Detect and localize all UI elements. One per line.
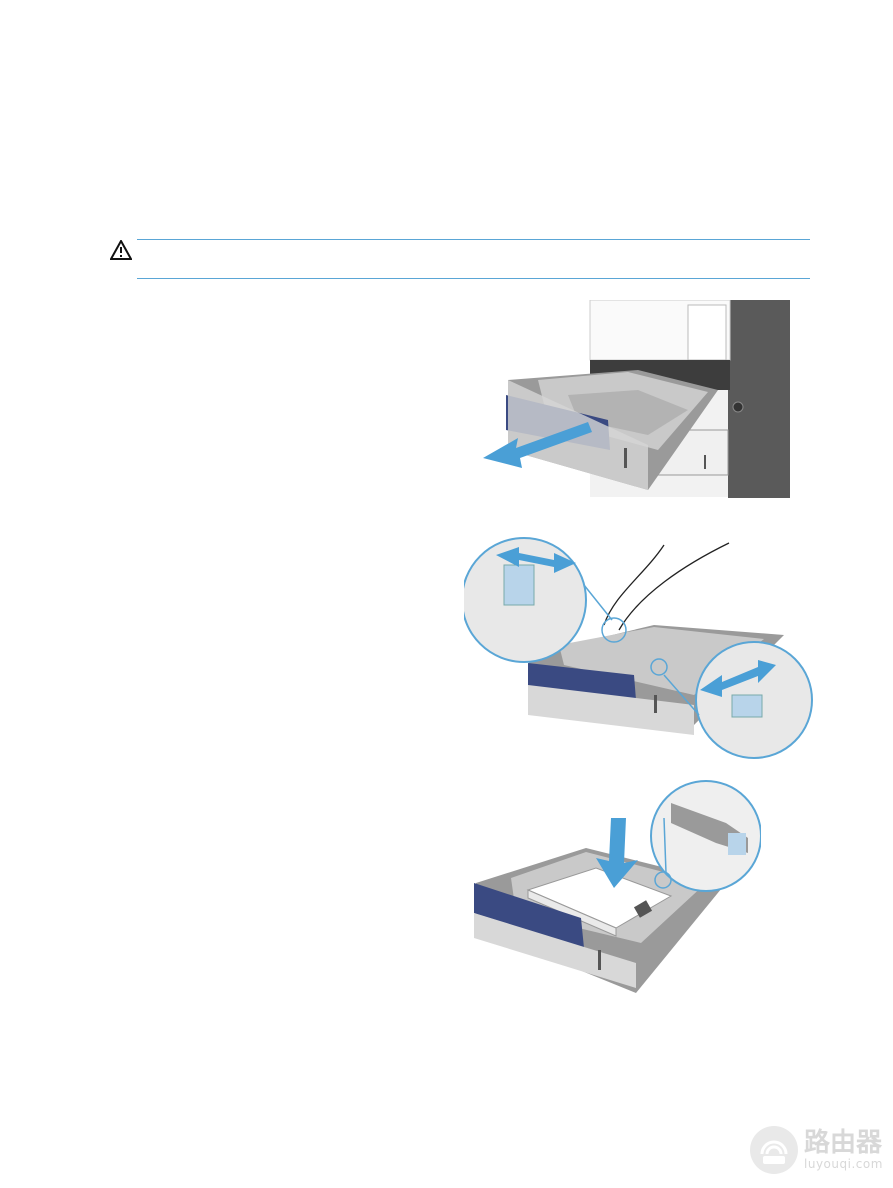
figure-load-paper: [466, 778, 761, 996]
warning-triangle-icon: [109, 238, 133, 260]
watermark-name: 路由器: [804, 1128, 883, 1158]
figure-adjust-guides: [464, 535, 814, 765]
router-logo-icon: [750, 1126, 798, 1174]
watermark-url: luyouqi.com: [804, 1157, 883, 1171]
figure-open-tray: [478, 300, 793, 500]
watermark: 路由器 luyouqi.com: [750, 1120, 885, 1180]
warning-bottom-rule: [137, 278, 810, 279]
warning-top-rule: [137, 239, 810, 240]
